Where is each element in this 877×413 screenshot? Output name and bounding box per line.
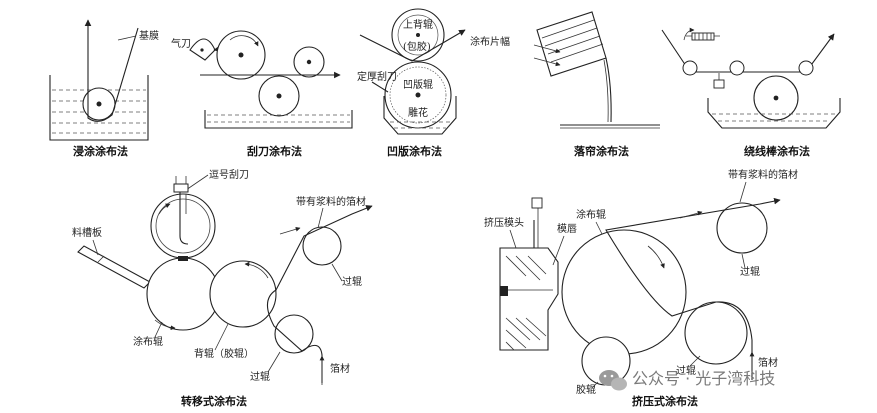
curtain-coating-panel: 落帘涂布法 [533,11,660,158]
transfer-back-roll [209,260,277,328]
curtain-caption: 落帘涂布法 [574,144,629,158]
wire-bar-coating-panel: 绕线棒涂布法 [661,27,841,158]
gravure-caption: 凹版涂布法 [387,144,442,158]
transfer-web [266,205,373,383]
extrusion-caption: 挤压式涂布法 [632,394,698,408]
knife-air-knife-label: 气刀 [171,37,191,50]
gravure-doctor-blade [371,81,389,93]
gravure-top-roll: 上背辊 (包胶) [391,8,445,62]
extrusion-guide-roll-2-label: 过辊 [676,364,696,377]
knife-tray [204,110,353,129]
wire-bar-block [713,73,725,89]
knife-top-roll [216,30,266,80]
transfer-coated-web-label: 带有浆料的箔材 [296,195,366,208]
dip-film-path [84,19,139,122]
transfer-meter-knife-label: 逗号刮刀 [209,168,249,181]
knife-caption: 刮刀涂布法 [247,144,302,158]
gravure-doctor-label: 定厚刮刀 [357,70,397,83]
dip-tank [49,75,149,141]
transfer-guide-roll-bottom [274,314,314,354]
dip-film-label: 基膜 [139,29,159,42]
dip-coating-panel: 基膜 浸涂涂布法 [49,19,159,158]
wechat-icon [599,370,627,391]
wire-bar-rod [683,27,720,41]
gravure-web [359,29,466,62]
extrusion-rubber-roll-label: 胶辊 [576,383,596,396]
extrusion-foil-label: 箔材 [758,356,778,369]
knife-right-roll [293,46,325,78]
transfer-trough-plate: 料槽板 [72,226,151,289]
transfer-coating-roll-label: 涂布辊 [133,335,163,348]
dip-caption: 浸涂涂布法 [73,144,128,158]
extrusion-guide-roll-bottom [684,301,748,365]
extrusion-coated-web-label: 带有浆料的箔材 [728,168,798,181]
curtain-falling-film [605,57,612,123]
extrusion-coating-roll [561,229,687,355]
wire-bar-caption: 绕线棒涂布法 [744,144,810,158]
wire-bar-main-roll [753,75,799,121]
transfer-back-roll-label: 背辊（胶辊） [194,347,254,360]
wire-bar-small-rolls [682,60,814,76]
extrusion-guide-roll-top [716,202,768,254]
gravure-web-label: 涂布片幅 [470,35,510,48]
watermark: 公众号 · 光子湾科技 [599,369,775,391]
transfer-guide-roll-top [302,226,342,266]
extrusion-guide-roll-1-label: 过辊 [740,265,760,278]
watermark-text: 公众号 · 光子湾科技 [632,369,775,388]
gravure-tray [383,96,457,135]
extrusion-lip-label: 模唇 [557,223,577,235]
wire-bar-tray [707,98,841,129]
gravure-top-roll-label: 上背辊 [403,18,433,31]
gravure-roll-label: 凹版辊 [403,78,433,91]
transfer-guide-roll-2-label: 过辊 [250,370,270,383]
knife-coating-panel: 气刀 刮刀涂布法 [171,30,353,158]
transfer-caption: 转移式涂布法 [181,394,247,408]
transfer-trough-label: 料槽板 [72,226,102,239]
gravure-roll: 凹版辊 雕花 [384,61,452,129]
extrusion-coating-roll-label: 涂布辊 [576,208,606,221]
extrusion-die [499,197,559,351]
transfer-foil-label: 箔材 [330,362,350,375]
extrusion-die-head-label: 挤压模头 [484,216,524,229]
transfer-comma-knife-roll [150,176,216,259]
extrusion-web [605,197,781,380]
transfer-guide-roll-1-label: 过辊 [342,275,362,288]
extrusion-coating-panel: 挤压模头 模唇 涂布辊 过辊 过辊 [484,168,798,408]
curtain-substrate [560,124,660,129]
knife-bottom-roll [258,75,300,117]
transfer-coating-panel: 逗号刮刀 料槽板 涂布辊 背辊（胶辊） [72,168,373,408]
transfer-coating-roll [146,256,220,331]
gravure-coating-panel: 上背辊 (包胶) 涂布片幅 凹版辊 雕花 定厚刮刀 凹版涂布法 [357,8,510,158]
curtain-slide-hopper [533,11,607,77]
gravure-top-roll-sub-label: (包胶) [403,40,431,53]
wire-bar-web [661,29,835,73]
gravure-engraving-label: 雕花 [408,106,428,119]
